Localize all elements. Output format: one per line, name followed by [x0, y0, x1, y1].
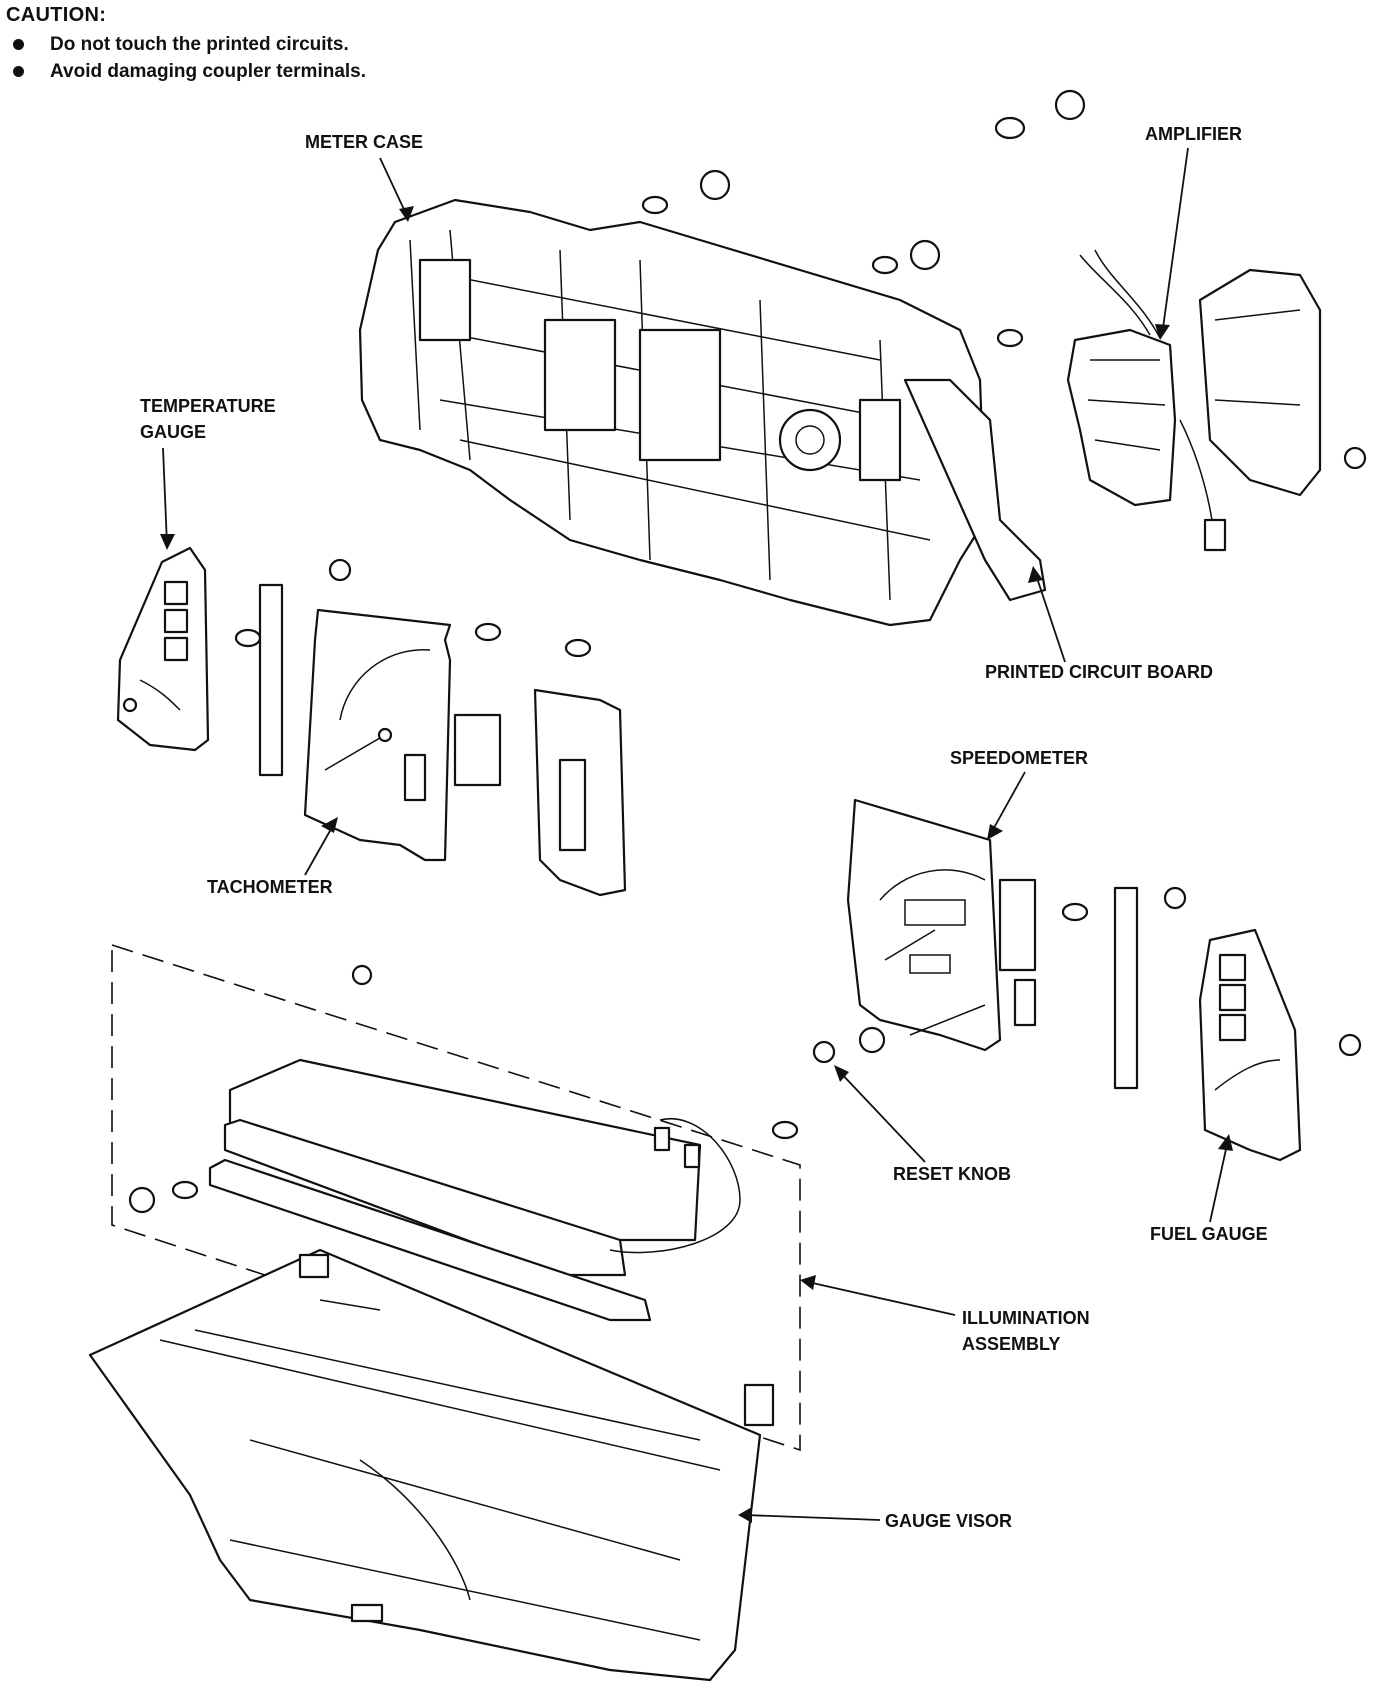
speedometer: [846, 798, 1037, 1052]
caution-list: Do not touch the printed circuits. Avoid…: [6, 31, 366, 85]
caution-block: CAUTION: Do not touch the printed circui…: [6, 4, 366, 85]
temperature-gauge: [116, 546, 210, 752]
screw: [474, 622, 502, 642]
amplifier: [1066, 249, 1367, 552]
bullet-icon: [13, 66, 24, 77]
nut: [328, 558, 352, 582]
caution-title: CAUTION:: [6, 4, 107, 26]
bullet-icon: [13, 39, 24, 50]
bracket: [533, 688, 627, 897]
label-temperature-gauge-line1: TEMPERATURE: [140, 396, 276, 416]
gauge-visor: [88, 1248, 775, 1682]
caution-item: Avoid damaging coupler terminals.: [6, 58, 366, 85]
label-printed-circuit-board: PRINTED CIRCUIT BOARD: [985, 662, 1213, 682]
caution-item-text: Do not touch the printed circuits.: [50, 34, 349, 55]
reset-knob-part: [812, 1040, 836, 1064]
screw: [1061, 902, 1089, 922]
label-speedometer: SPEEDOMETER: [950, 748, 1088, 768]
meter-case: [358, 198, 1047, 627]
screw-group-top: [641, 89, 1086, 348]
screw: [234, 628, 262, 648]
label-illumination-line2: ASSEMBLY: [962, 1334, 1060, 1354]
terminal-strip: [258, 583, 284, 777]
fuel-gauge: [1198, 928, 1362, 1162]
tachometer: [303, 608, 502, 862]
label-illumination-line1: ILLUMINATION: [962, 1308, 1090, 1328]
label-temperature-gauge-line2: GAUGE: [140, 422, 206, 442]
label-reset-knob: RESET KNOB: [893, 1164, 1011, 1184]
caution-item-text: Avoid damaging coupler terminals.: [50, 61, 367, 82]
illumination-assembly: [111, 943, 801, 1452]
screw: [564, 638, 592, 658]
nut: [1163, 886, 1187, 910]
label-fuel-gauge: FUEL GAUGE: [1150, 1224, 1268, 1244]
nut: [858, 1026, 886, 1054]
caution-item: Do not touch the printed circuits.: [6, 31, 366, 58]
label-gauge-visor: GAUGE VISOR: [885, 1511, 1012, 1531]
label-meter-case: METER CASE: [305, 132, 423, 152]
label-tachometer: TACHOMETER: [207, 877, 333, 897]
label-amplifier: AMPLIFIER: [1145, 124, 1242, 144]
terminal-strip: [1113, 886, 1139, 1090]
